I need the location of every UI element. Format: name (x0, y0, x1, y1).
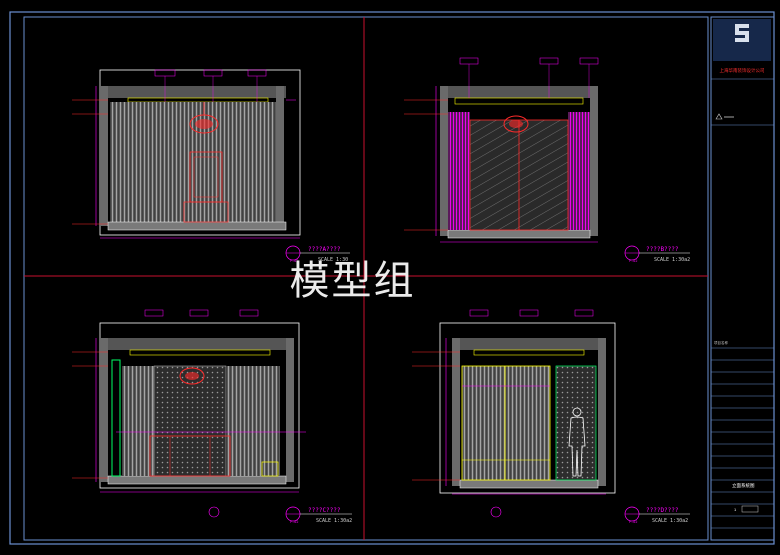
view-c-caption: ????C???? (308, 507, 341, 514)
chandelier-a (189, 102, 219, 134)
drawing-frame (23, 16, 709, 541)
view-a-caption: ????A???? (308, 246, 341, 253)
view-b-caption: ????B???? (646, 246, 679, 253)
elevation-view-b: ????B???? SCALE 1:30a2 P-02 (404, 57, 690, 263)
project-label: 项目名称 (714, 340, 728, 345)
elevation-view-c: ????C???? SCALE 1:30a2 P-02 (72, 309, 352, 524)
human-figure (568, 407, 586, 477)
chandelier-b (503, 115, 529, 133)
section-mark-c (208, 506, 220, 518)
view-a-sheet: P-02 (290, 259, 298, 263)
view-b-sheet: P-02 (629, 259, 637, 263)
view-d-scale: SCALE 1:30a2 (652, 518, 688, 524)
view-c-scale: SCALE 1:30a2 (316, 518, 352, 524)
drawing-title: 立面系统图 (732, 482, 755, 489)
view-d-sheet: P-02 (629, 520, 637, 524)
title-block: 上海华南装饰设计公司 项目名称 立面系统图 1 (710, 16, 775, 541)
view-d-caption: ????D???? (646, 507, 679, 514)
view-c-sheet: P-02 (290, 520, 298, 524)
scale-mark: 1 (734, 507, 737, 512)
elevation-view-a: ????A???? SCALE 1:30 P-02 (72, 69, 350, 263)
section-mark-d (490, 506, 502, 518)
view-a-scale: SCALE 1:30 (318, 257, 348, 263)
chandelier-c (179, 367, 205, 385)
warning-icon (715, 113, 723, 120)
view-b-scale: SCALE 1:30a2 (654, 257, 690, 263)
company-name: 上海华南装饰设计公司 (720, 67, 765, 74)
s-logo-icon (735, 24, 749, 42)
elevation-view-d: ????D???? SCALE 1:30a2 P-02 (412, 309, 690, 524)
